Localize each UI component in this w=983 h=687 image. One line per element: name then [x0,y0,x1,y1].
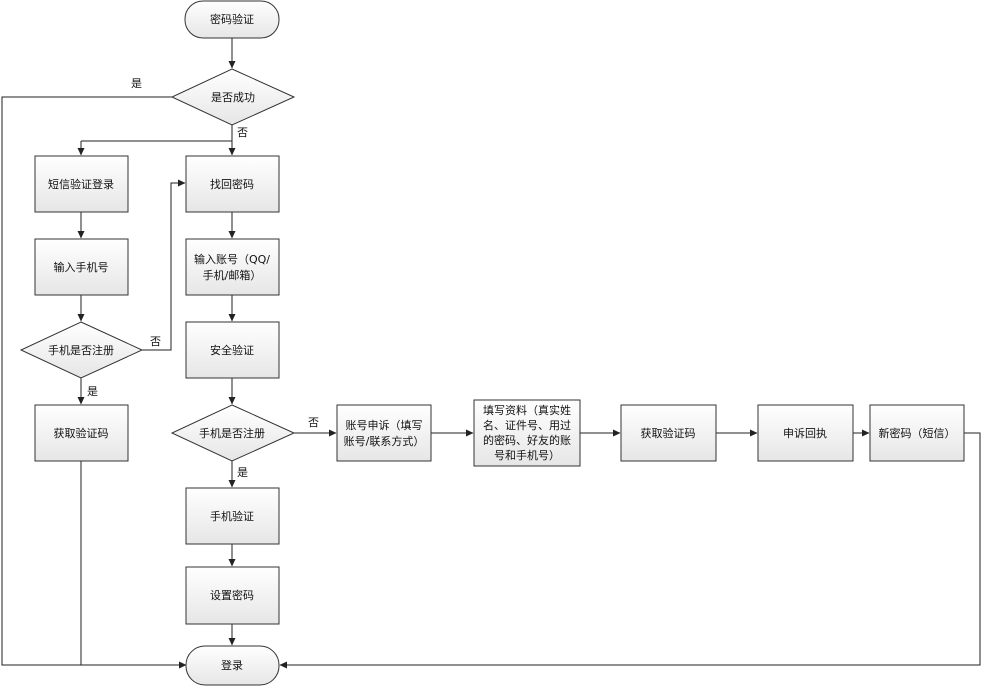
svg-text:手机验证: 手机验证 [210,509,254,523]
svg-text:输入账号（QQ/: 输入账号（QQ/ [194,252,270,266]
svg-text:获取验证码: 获取验证码 [641,426,696,440]
label-mid-reg-no: 否 [308,416,319,429]
label-left-reg-no: 否 [150,335,161,348]
svg-text:登录: 登录 [221,658,243,672]
node-enter-account: 输入账号（QQ/ 手机/邮箱） [185,238,280,296]
node-success-check: 是否成功 [170,68,296,126]
svg-text:手机是否注册: 手机是否注册 [48,343,114,357]
node-phone-registered-left: 手机是否注册 [19,321,144,379]
node-enter-phone: 输入手机号 [34,238,129,296]
label-success-yes: 是 [131,77,142,90]
edge-left-reg-no [142,179,186,351]
svg-text:手机是否注册: 手机是否注册 [199,426,265,440]
node-retrieve-password: 找回密码 [185,155,280,213]
svg-text:设置密码: 设置密码 [210,588,254,602]
svg-text:手机/邮箱）: 手机/邮箱） [203,268,262,282]
svg-text:输入手机号: 输入手机号 [54,260,109,274]
svg-text:找回密码: 找回密码 [210,177,254,191]
node-start: 密码验证 [184,0,280,39]
node-account-appeal: 账号申诉（填写 账号/联系方式） [336,404,432,462]
svg-text:新密码（短信）: 新密码（短信） [879,426,956,440]
svg-text:密码验证: 密码验证 [210,12,254,26]
node-set-password: 设置密码 [185,566,280,625]
node-appeal-receipt: 申诉回执 [757,404,854,462]
node-fill-info: 填写资料（真实姓 名、证件号、用过 的密码、好友的账 号和手机号） [473,399,581,467]
edge-success-yes-to-login [1,96,187,669]
node-get-code-right: 获取验证码 [620,404,717,462]
node-sms-login: 短信验证登录 [34,155,129,213]
label-mid-reg-yes: 是 [237,466,248,479]
svg-text:名、证件号、用过: 名、证件号、用过 [483,418,571,432]
svg-text:填写资料（真实姓: 填写资料（真实姓 [483,403,571,417]
svg-text:短信验证登录: 短信验证登录 [48,177,114,191]
edges [1,38,981,669]
node-new-password: 新密码（短信） [869,404,965,462]
svg-text:的密码、好友的账: 的密码、好友的账 [483,433,571,447]
label-left-reg-yes: 是 [87,385,98,398]
svg-text:获取验证码: 获取验证码 [54,426,109,440]
svg-text:账号申诉（填写: 账号申诉（填写 [346,418,423,432]
node-get-code-left: 获取验证码 [34,404,129,462]
svg-text:账号/联系方式）: 账号/联系方式） [344,434,425,448]
label-success-no: 否 [237,126,248,139]
nodes: 密码验证 是否成功 短信验证登录 输入手机号 手机是否注册 获取验证码 找回密码 [19,0,965,686]
svg-text:安全验证: 安全验证 [210,343,254,357]
edge-newpwd-to-login [279,432,981,669]
node-security-verify: 安全验证 [185,321,280,379]
svg-text:申诉回执: 申诉回执 [783,426,827,440]
node-phone-verify: 手机验证 [185,487,280,545]
node-login: 登录 [185,645,280,686]
edge-labels: 是 否 否 是 否 是 [87,77,319,479]
svg-text:号和手机号）: 号和手机号） [494,448,560,462]
svg-text:是否成功: 是否成功 [211,91,255,104]
node-phone-registered-mid: 手机是否注册 [170,404,296,462]
